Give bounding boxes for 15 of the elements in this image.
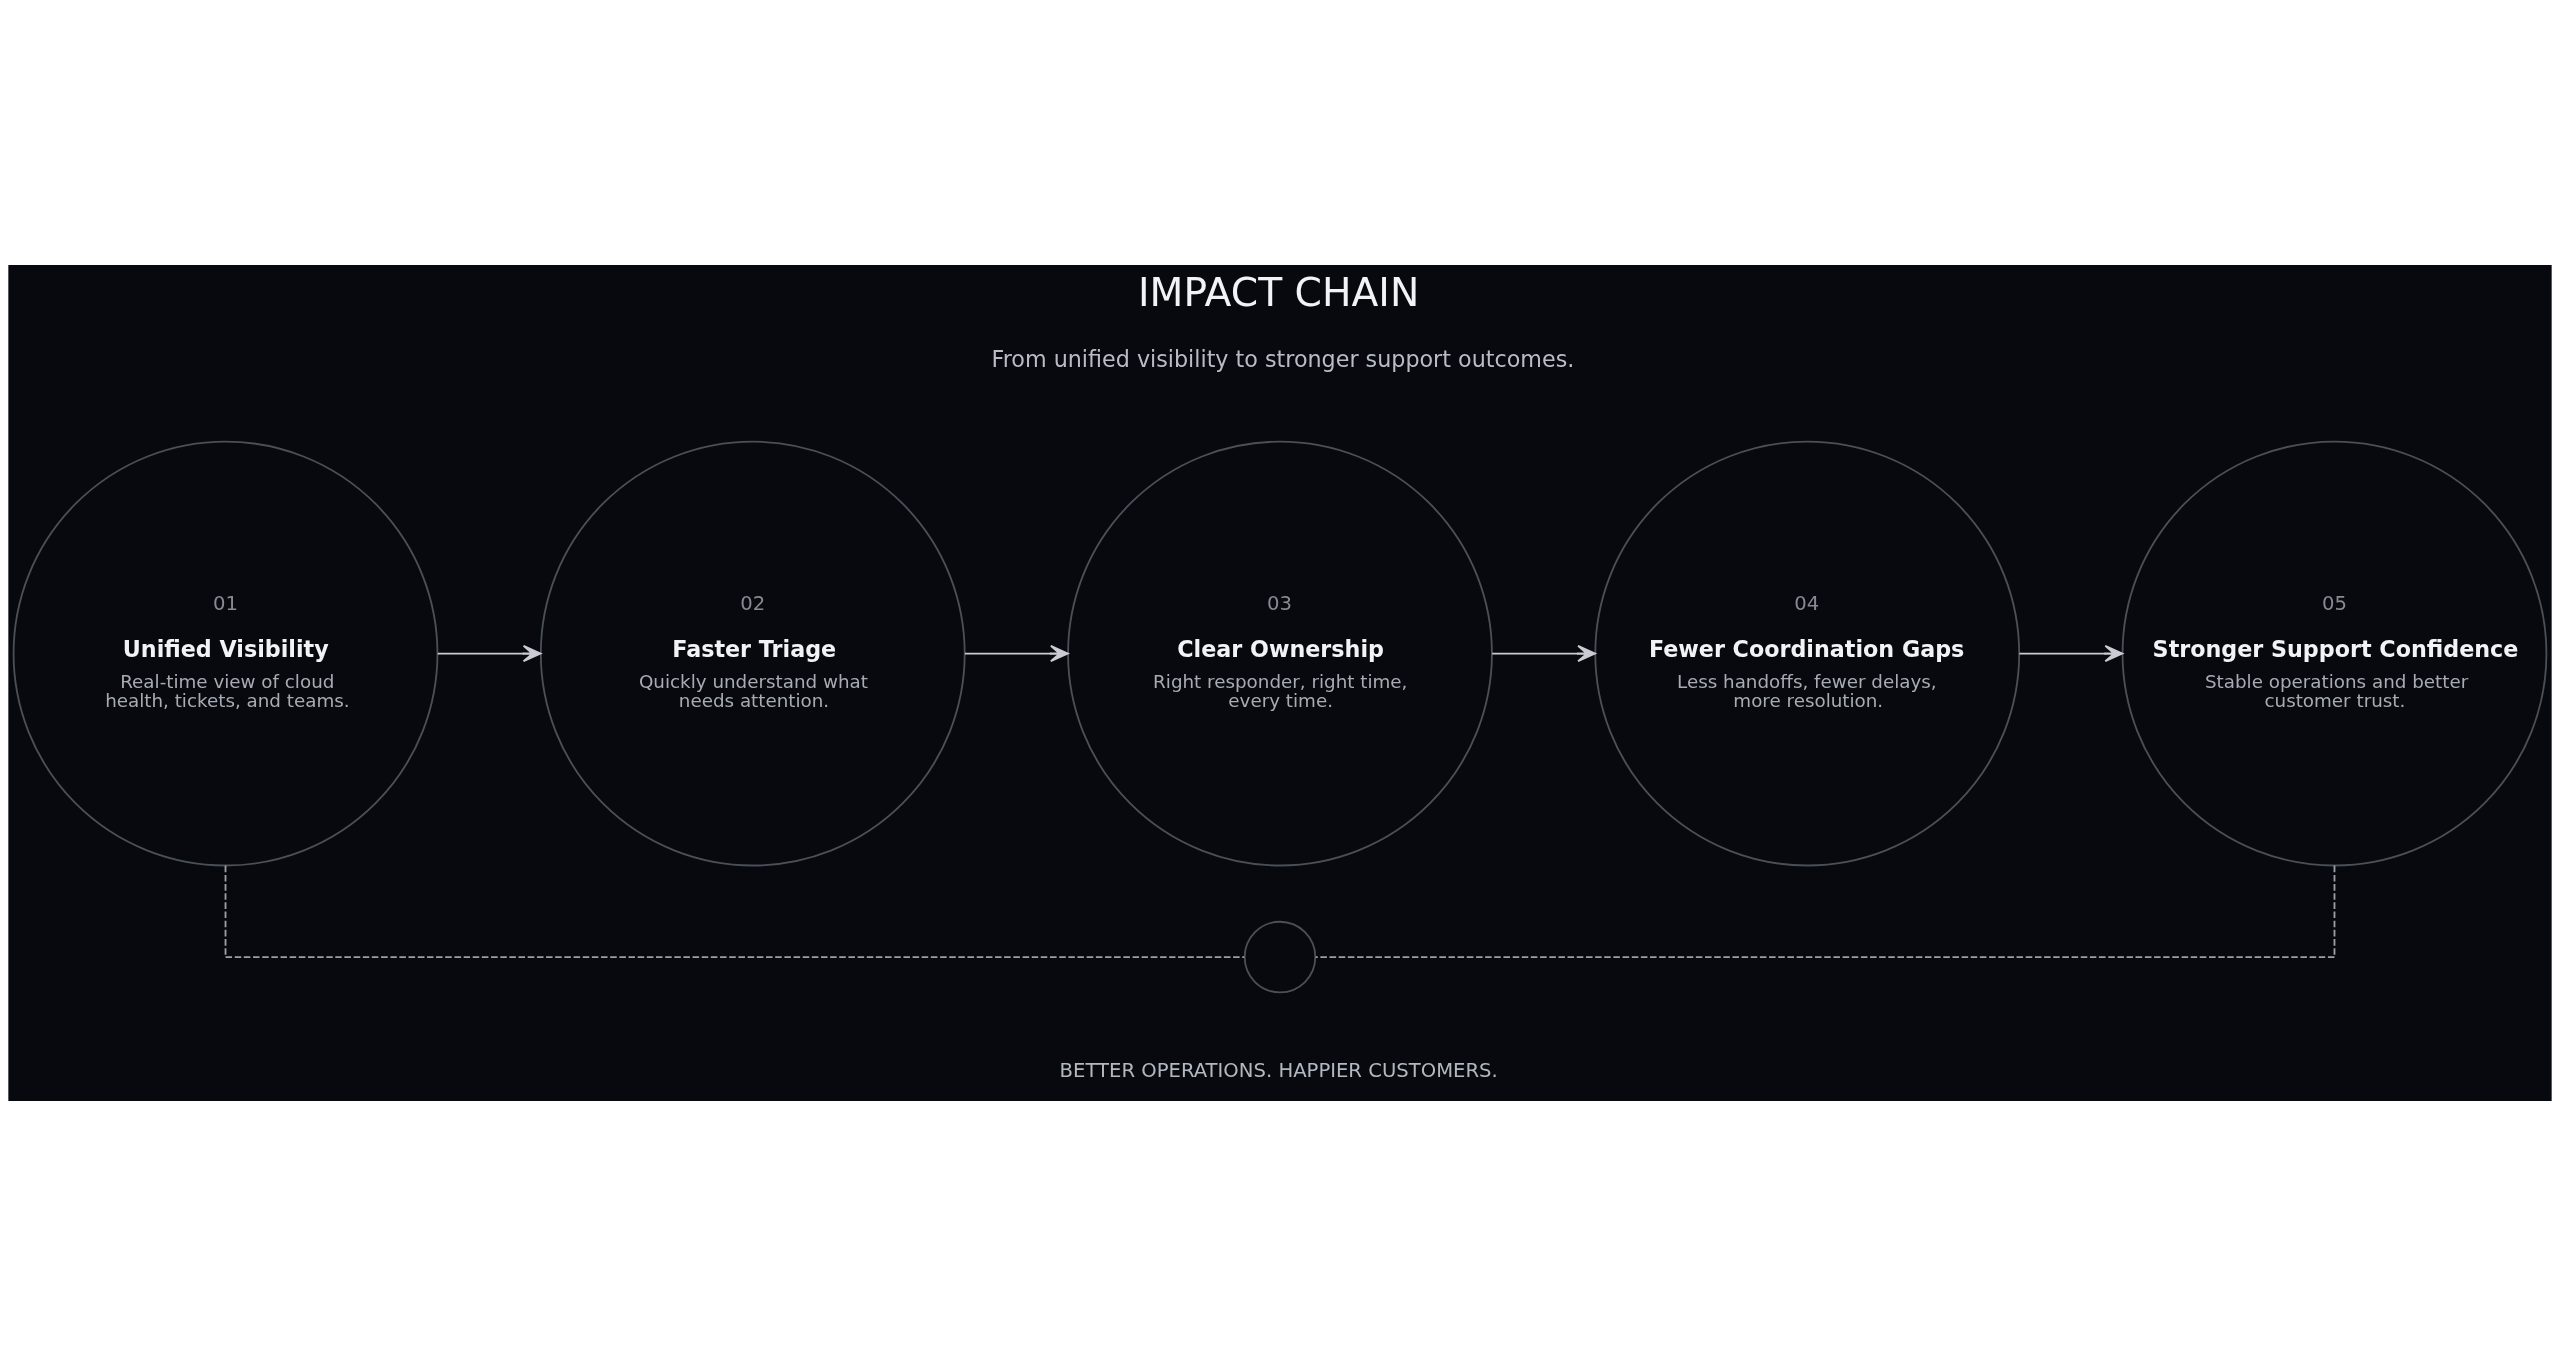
arrow (2018, 644, 2124, 662)
node-circle: 03 Clear Ownership Right responder, right time, every time. (1067, 440, 1493, 866)
arrow (1491, 644, 1596, 662)
connector (224, 864, 1246, 958)
label: From unified visibility to stronger support outcomes. (991, 345, 1575, 372)
node-circle: 05 Stronger Support Confidence Stable operations and better customer trust. (2121, 440, 2548, 866)
node-circle: 01 Unified Visibility Real-time view of cloud health, tickets, and teams. (12, 440, 439, 866)
node-circle (1243, 920, 1317, 993)
arrow (964, 644, 1069, 662)
node-circle: 04 Fewer Coordination Gaps Less handoffs, fewer delays, more resolution. (1594, 440, 2021, 866)
diagram-title: IMPACT CHAIN (1138, 269, 1420, 315)
node-circle: 02 Faster Triage Quickly understand what needs attention. (539, 440, 966, 866)
arrow (436, 644, 542, 662)
label: BETTER OPERATIONS. HAPPIER CUSTOMERS. (1059, 1058, 1498, 1082)
connector (1314, 864, 2336, 958)
